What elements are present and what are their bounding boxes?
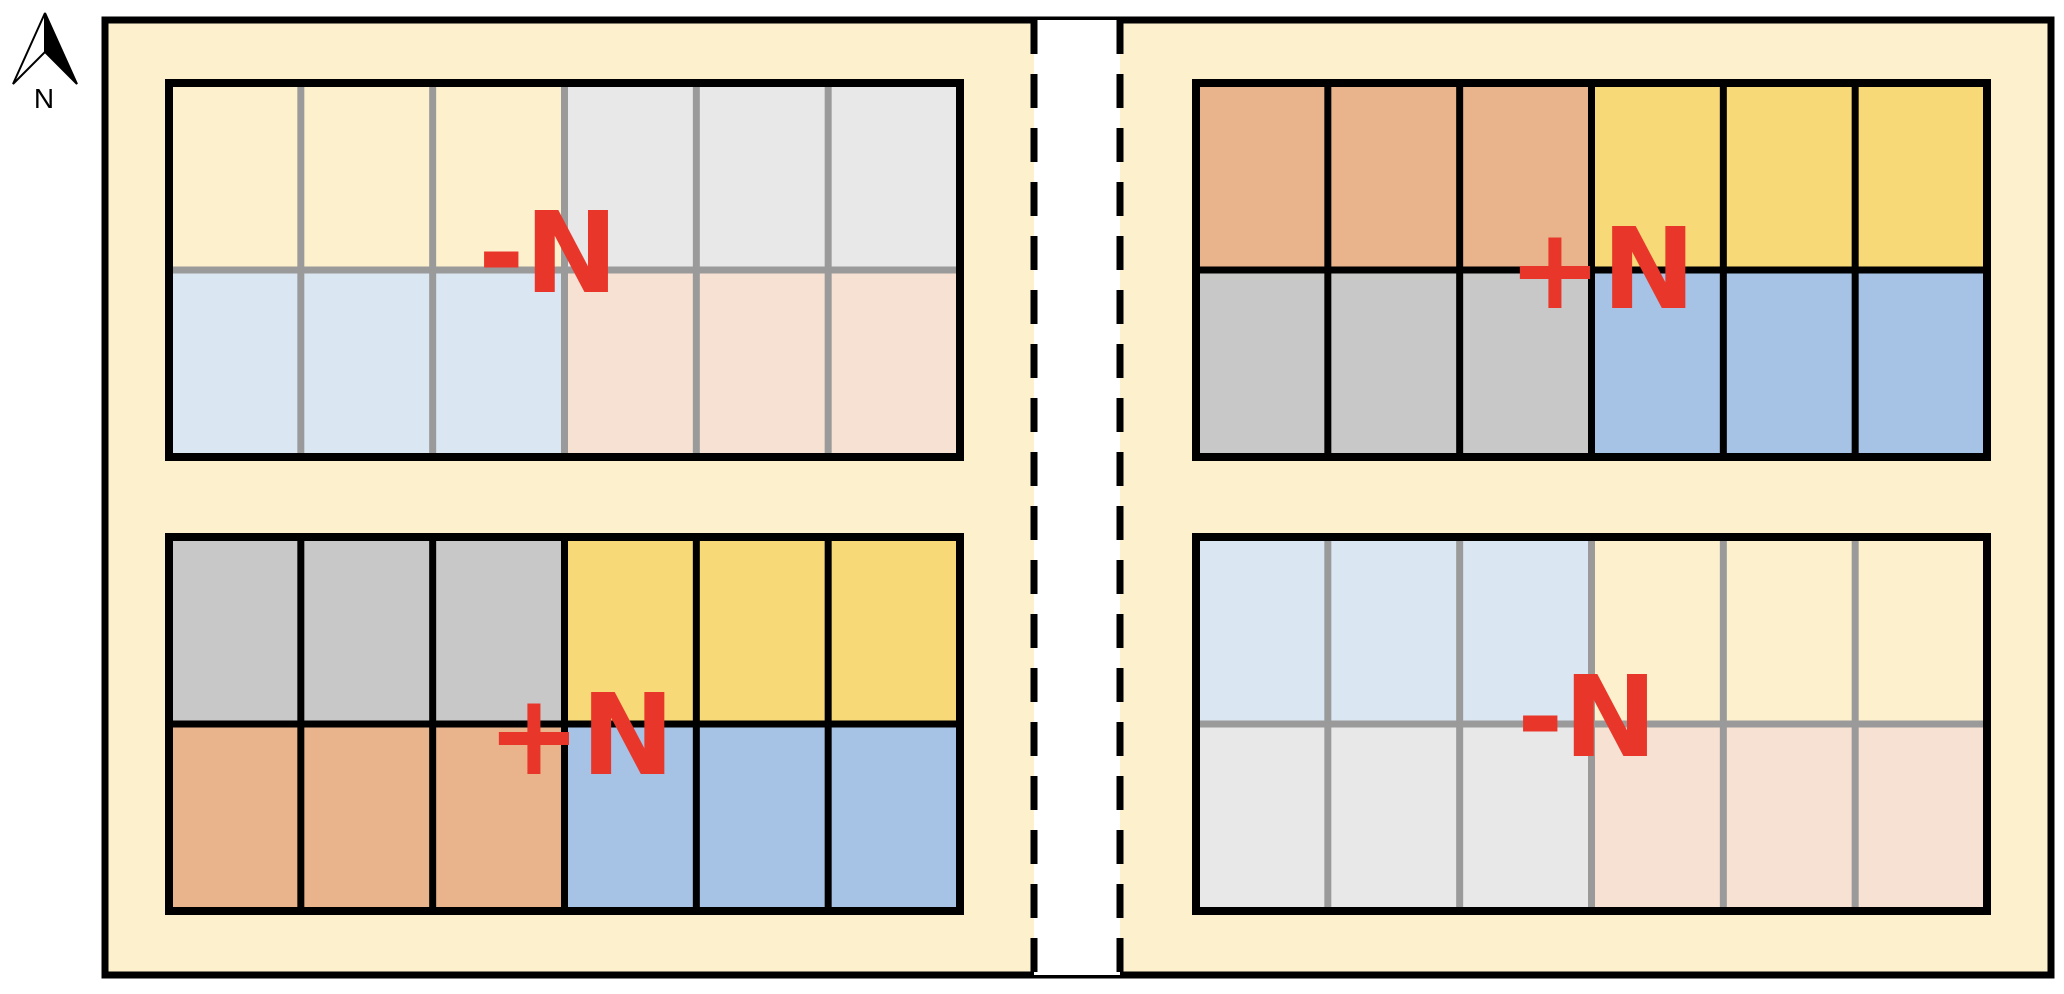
compass-label: N bbox=[34, 83, 54, 114]
block-top-left: -N bbox=[165, 79, 964, 461]
quadrant-tl bbox=[1196, 83, 1592, 270]
quadrant-tl bbox=[169, 537, 565, 724]
quadrant-tr bbox=[1591, 83, 1987, 270]
block-label: +N bbox=[487, 671, 675, 801]
block-top-right: +N bbox=[1192, 79, 1991, 461]
block-outline bbox=[1192, 79, 1991, 461]
quadrant-br bbox=[564, 270, 960, 457]
quadrant-bl bbox=[1196, 270, 1592, 457]
quadrant-tr bbox=[564, 537, 960, 724]
quadrant-tl bbox=[1196, 537, 1592, 724]
quadrant-tr bbox=[1591, 537, 1987, 724]
block-bottom-right: -N bbox=[1192, 533, 1991, 915]
central-road bbox=[1030, 20, 1124, 975]
block-outline bbox=[1192, 533, 1991, 915]
blocks-layer: -N +N +N -N bbox=[165, 79, 1991, 915]
quadrant-br bbox=[1591, 724, 1987, 911]
block-bottom-left: +N bbox=[165, 533, 964, 915]
quadrant-tl bbox=[169, 83, 565, 270]
quadrant-br bbox=[1591, 270, 1987, 457]
block-label: -N bbox=[478, 189, 618, 319]
quadrant-bl bbox=[169, 724, 565, 911]
block-label: -N bbox=[1517, 653, 1657, 783]
block-outline bbox=[165, 533, 964, 915]
quadrant-bl bbox=[1196, 724, 1592, 911]
quadrant-br bbox=[564, 724, 960, 911]
quadrant-tr bbox=[564, 83, 960, 270]
block-label: +N bbox=[1508, 205, 1696, 335]
block-outline bbox=[165, 79, 964, 461]
quadrant-bl bbox=[169, 270, 565, 457]
north-arrow-icon bbox=[12, 12, 78, 85]
